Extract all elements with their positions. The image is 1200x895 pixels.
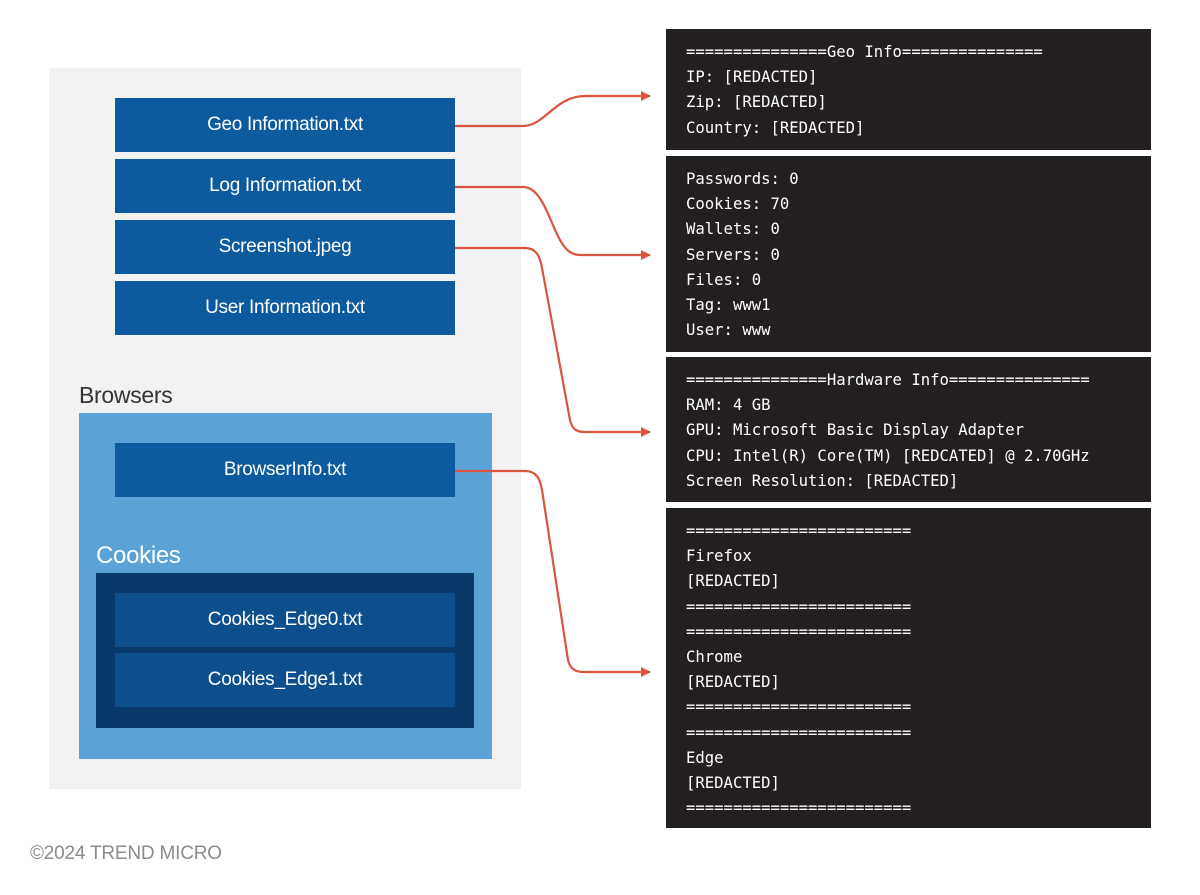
arrow-log-to-log-info <box>455 185 651 260</box>
file-geo-information[interactable]: Geo Information.txt <box>115 98 455 152</box>
terminal-line: [REDACTED] <box>686 774 780 793</box>
terminal-line: Files: 0 <box>686 270 762 289</box>
copyright-footer: ©2024 TREND MICRO <box>30 843 222 864</box>
terminal-line: Chrome <box>686 648 743 667</box>
file-log-information[interactable]: Log Information.txt <box>115 159 455 213</box>
file-screenshot[interactable]: Screenshot.jpeg <box>115 220 455 274</box>
file-cookies-edge0[interactable]: Cookies_Edge0.txt <box>115 593 455 647</box>
terminal-line: Screen Resolution: [REDACTED] <box>686 471 959 490</box>
terminal-line: ===============Hardware Info============… <box>686 371 1090 389</box>
terminal-line: Edge <box>686 748 724 767</box>
file-cookies-edge1[interactable]: Cookies_Edge1.txt <box>115 653 455 707</box>
terminal-line: Wallets: 0 <box>686 220 780 239</box>
terminal-line: Zip: [REDACTED] <box>686 93 827 112</box>
arrow-screenshot-to-hardware-info <box>455 246 651 437</box>
terminal-line: ======================== <box>686 622 912 641</box>
browsers-folder-label: Browsers <box>79 382 173 408</box>
terminal-line: Country: [REDACTED] <box>686 118 865 137</box>
arrow-browserinfo-to-browser-info <box>455 469 651 677</box>
terminal-line: RAM: 4 GB <box>686 396 771 415</box>
terminal-line: ===============Geo Info=============== <box>686 43 1043 61</box>
terminal-geo-info: ===============Geo Info=============== IP… <box>666 29 1151 150</box>
terminal-log-info: Passwords: 0 Cookies: 70 Wallets: 0 Servers… <box>666 156 1151 352</box>
terminal-line: ======================== <box>686 597 912 616</box>
terminal-line: Passwords: 0 <box>686 170 799 188</box>
terminal-line: ======================== <box>686 799 912 818</box>
file-browser-info[interactable]: BrowserInfo.txt <box>115 443 455 497</box>
terminal-line: Servers: 0 <box>686 245 780 264</box>
terminal-line: Cookies: 70 <box>686 195 790 214</box>
terminal-line: [REDACTED] <box>686 572 780 591</box>
terminal-line: CPU: Intel(R) Core(TM) [REDCATED] @ 2.70… <box>686 446 1090 465</box>
terminal-line: User: www <box>686 321 771 340</box>
terminal-line: IP: [REDACTED] <box>686 68 818 87</box>
terminal-line: [REDACTED] <box>686 673 780 692</box>
file-user-information[interactable]: User Information.txt <box>115 281 455 335</box>
arrow-geo-to-geo-info <box>455 91 651 128</box>
terminal-line: GPU: Microsoft Basic Display Adapter <box>686 421 1024 440</box>
terminal-line: Firefox <box>686 547 752 566</box>
terminal-line: ======================== <box>686 698 912 717</box>
terminal-hardware-info: ===============Hardware Info============… <box>666 357 1151 502</box>
cookies-folder-label: Cookies <box>96 542 181 569</box>
terminal-line: ======================== <box>686 723 912 742</box>
terminal-line: ======================== <box>686 522 912 540</box>
terminal-line: Tag: www1 <box>686 296 771 315</box>
terminal-browser-info: ======================== Firefox [REDACTED… <box>666 508 1151 828</box>
